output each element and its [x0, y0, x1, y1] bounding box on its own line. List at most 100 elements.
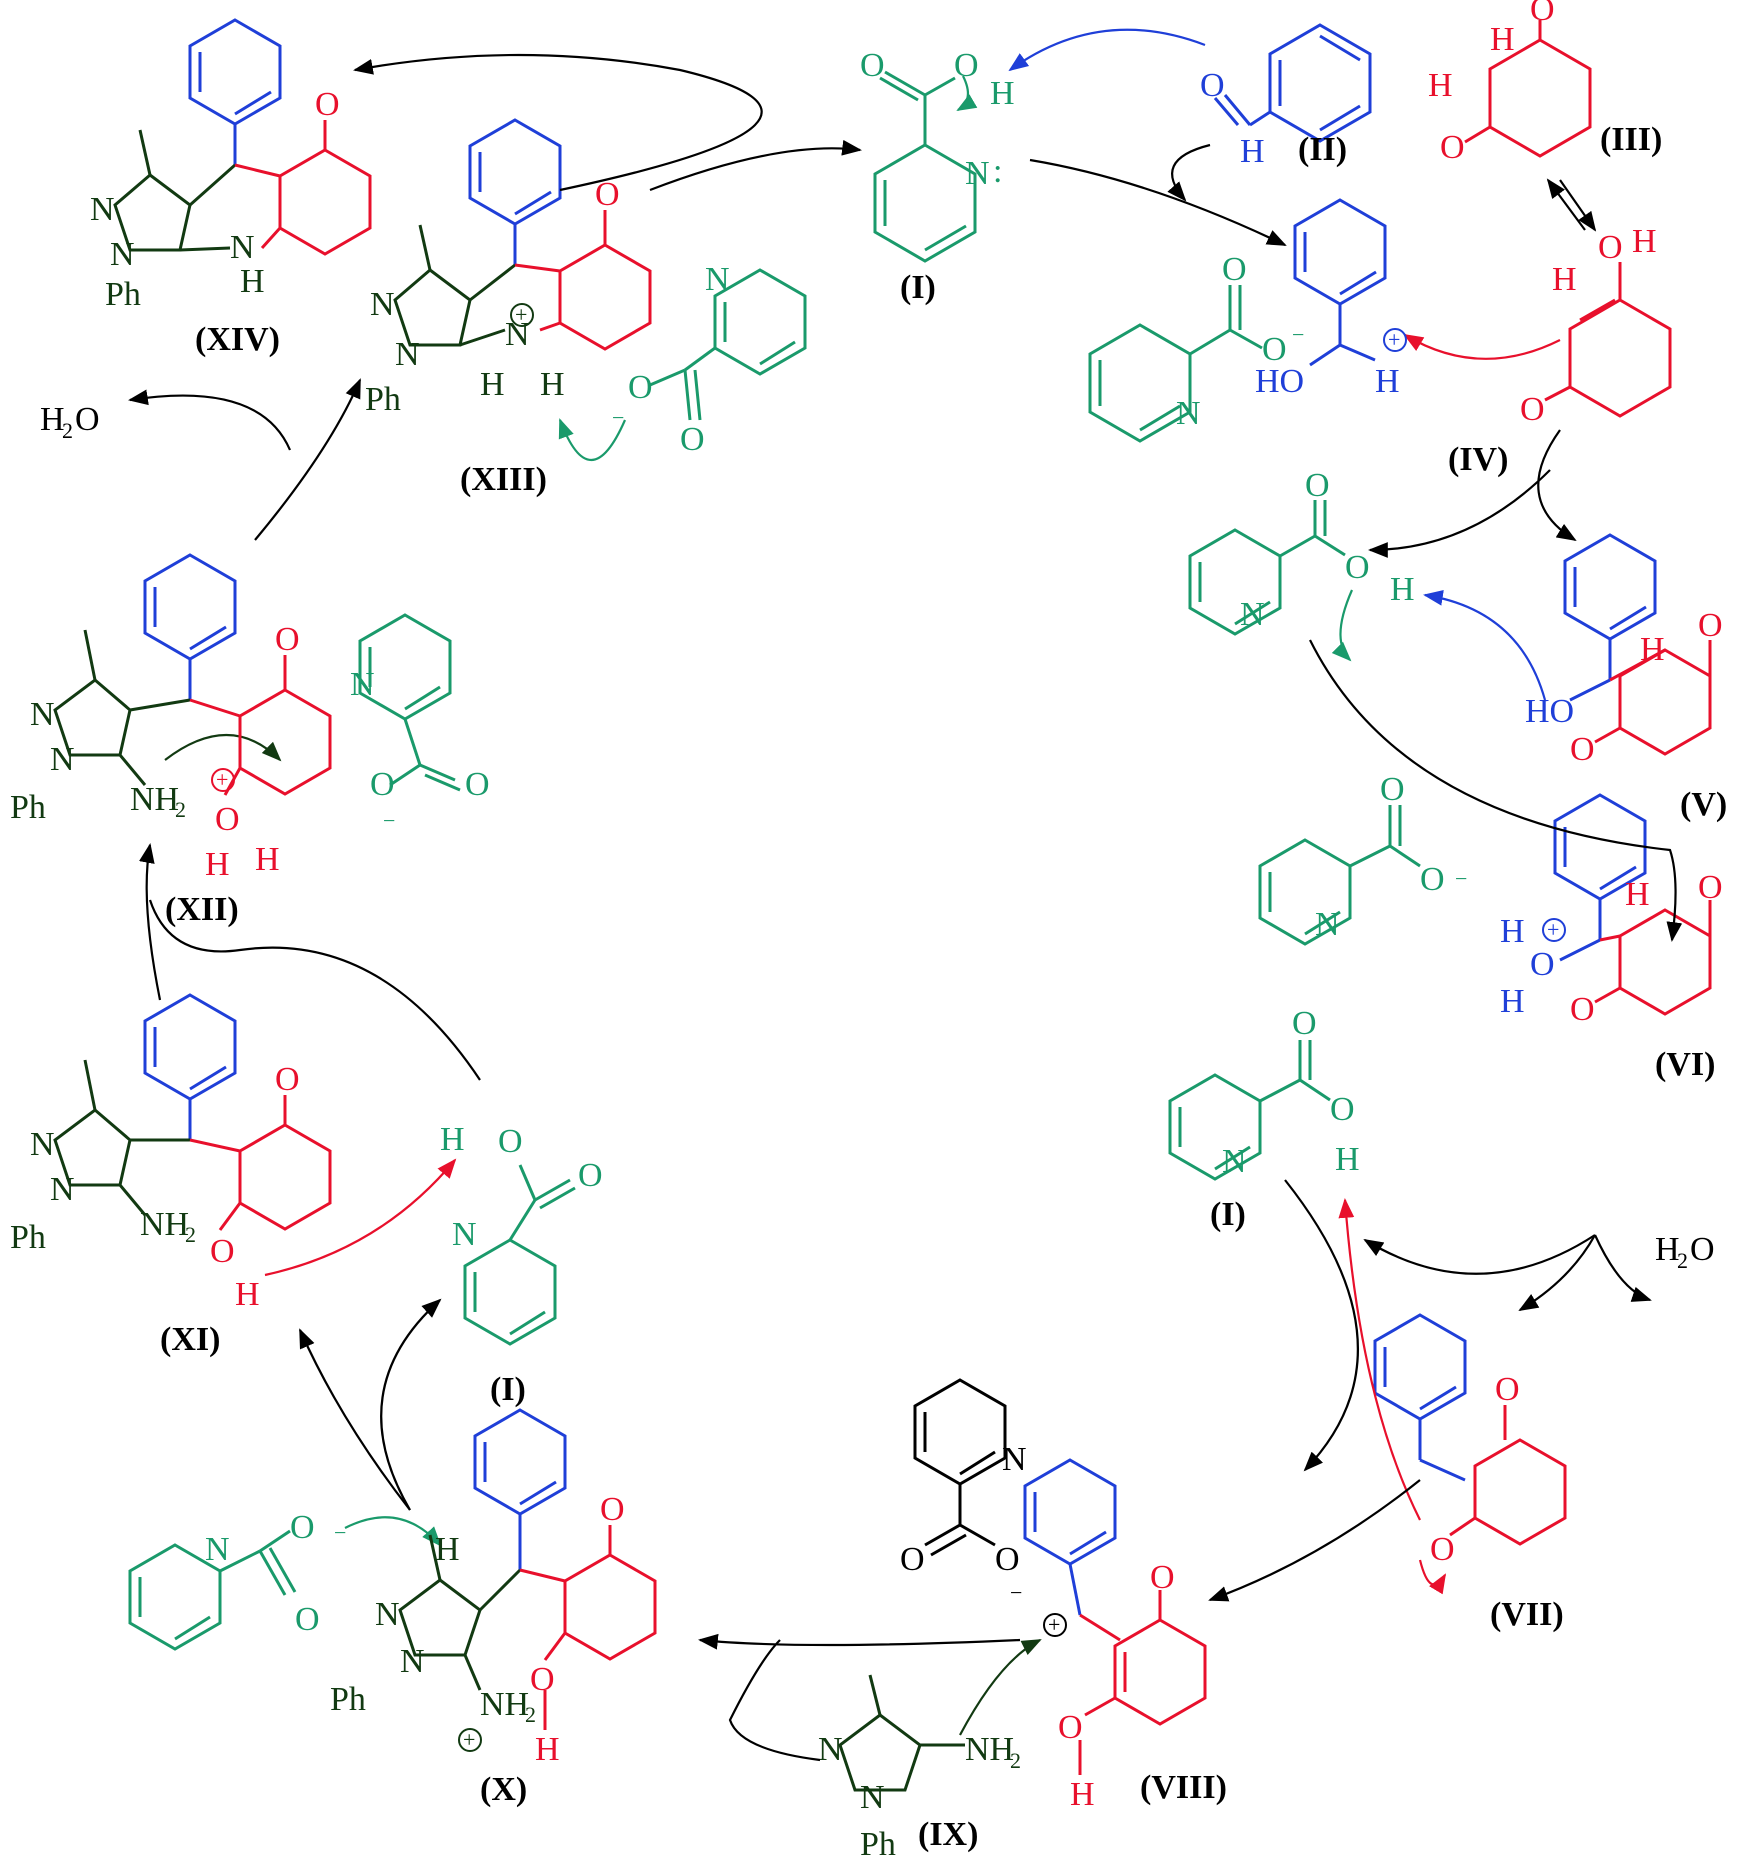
ammonium-h2-atom: H	[540, 366, 565, 403]
pyrazole-n1-atom: N	[30, 1126, 55, 1163]
pyrazole-n2-atom: N	[50, 741, 75, 778]
compound-label-iii: (III)	[1600, 121, 1662, 158]
acid-o1-atom: O	[1292, 1005, 1317, 1042]
water-byproduct-left: H 2 O	[40, 401, 100, 443]
enol-h-atom: H	[235, 1276, 260, 1313]
compound-label-ii: (II)	[1298, 131, 1347, 168]
enol-o-atom: O	[530, 1661, 555, 1698]
minus-charge: −	[612, 405, 624, 430]
pyridine-n-atom: N	[452, 1216, 477, 1253]
pyridine-n-atom: N	[1315, 906, 1340, 943]
benzylic-h-atom: H	[1375, 363, 1400, 400]
dihydropyridine-n-atom: N	[230, 229, 255, 266]
carboxylate-o2-atom: O	[1262, 331, 1287, 368]
carboxylate-o2-atom: O	[295, 1601, 320, 1638]
compound-label-ix: (IX)	[918, 1816, 978, 1853]
compound-label-iv: (IV)	[1448, 441, 1508, 478]
carboxylate-o1-atom: O	[290, 1509, 315, 1546]
ketone-o-atom: O	[1150, 1559, 1175, 1596]
dione-o1-atom: O	[1495, 1371, 1520, 1408]
carbocation-viii: + O O H (VIII)	[1023, 1458, 1227, 1813]
aldehyde-o-atom: O	[1200, 67, 1225, 104]
compound-label-xi: (XI)	[160, 1321, 220, 1358]
pyridine-n-atom: N	[1176, 395, 1201, 432]
plus-charge: +	[216, 767, 228, 792]
pyridine-n-atom: N	[1240, 596, 1265, 633]
carboxylate-o1-atom: O	[900, 1541, 925, 1578]
dione-o1-atom: O	[1530, 0, 1555, 28]
water-h-atom: H	[40, 401, 65, 438]
pyrazole-n1-atom: N	[30, 696, 55, 733]
iminium-subscript: 2	[525, 1702, 536, 1727]
phenyl-group: Ph	[330, 1681, 366, 1718]
cyclohexanedione: O O H H (III)	[1428, 0, 1662, 232]
plus-charge: +	[1388, 327, 1400, 352]
compound-label-i-top: (I)	[900, 269, 936, 306]
dione-o2-atom: O	[1570, 731, 1595, 768]
pyrazole-n1-atom: N	[90, 191, 115, 228]
enol-vinyl-h-atom: H	[1552, 261, 1577, 298]
enol-o-atom: O	[1598, 229, 1623, 266]
picolinic-acid-right: O O H N (I)	[1168, 1005, 1360, 1233]
alpha-h-atom-2: H	[1428, 67, 1453, 104]
compound-label-viii: (VIII)	[1140, 1769, 1227, 1806]
carboxylate-o2-atom: O	[370, 766, 395, 803]
compound-label-xii: (XII)	[165, 891, 239, 928]
amine-subscript: 2	[1010, 1748, 1021, 1773]
acid-o1-atom: O	[1305, 467, 1330, 504]
hydroxy-atom: HO	[1255, 363, 1304, 400]
carboxylate-o1-atom: O	[628, 369, 653, 406]
aldehyde-h-atom: H	[1240, 133, 1265, 170]
compound-label-xiv: (XIV)	[195, 321, 280, 358]
water-subscript: 2	[1677, 1248, 1688, 1273]
pyrazole-n2-atom: N	[860, 1779, 885, 1816]
phenyl-group: Ph	[860, 1826, 896, 1862]
amine-subscript: 2	[175, 797, 186, 822]
o-to-h-attack-arrow	[1008, 28, 1206, 72]
alpha-h-atom-1: H	[1490, 21, 1515, 58]
ketone-o-atom: O	[275, 1061, 300, 1098]
carboxylate-o1-atom: O	[1380, 771, 1405, 808]
pyridine-n-atom: N	[205, 1531, 230, 1568]
picolinic-acid-left: H O O N (I)	[440, 1121, 603, 1408]
dione-o1-atom: O	[1698, 869, 1723, 906]
ammonium-n-atom: N	[505, 316, 530, 353]
acid-o2-atom: O	[1330, 1091, 1355, 1128]
water-h-atom: H	[1655, 1231, 1680, 1268]
carboxylate-o1-atom: O	[465, 766, 490, 803]
plus-charge: +	[1547, 917, 1559, 942]
enol-h-atom: H	[535, 1731, 560, 1768]
enol-intermediate-xi: N N Ph NH 2 O O H (XI)	[10, 993, 457, 1358]
enol-h-atom: H	[1070, 1776, 1095, 1813]
oxocarbenium-iv: HO H + (IV)	[1255, 198, 1508, 478]
oxonium-h1-atom: H	[1500, 913, 1525, 950]
minus-charge: −	[334, 1520, 346, 1545]
protonated-alcohol-vi: O O N − H O H + O O H (VI)	[1258, 771, 1723, 1083]
knoevenagel-adduct-vii: O O (VII)	[1338, 1198, 1567, 1633]
compound-label-vii: (VII)	[1490, 1596, 1564, 1633]
picolinate-anion-iv: O O N −	[1088, 251, 1304, 443]
carboxylate-o1-atom: O	[1222, 251, 1247, 288]
amine-n-atom: NH	[965, 1731, 1014, 1768]
dione-o1-atom: O	[1698, 607, 1723, 644]
amine-subscript: 2	[185, 1222, 196, 1247]
phenyl-group: Ph	[10, 789, 46, 826]
compound-label-x: (X)	[480, 1771, 527, 1808]
dione-o2-atom: O	[1440, 129, 1465, 166]
oxonium-h1-atom: H	[205, 846, 230, 883]
pyrazole-n2-atom: N	[110, 236, 135, 273]
benzaldehyde: O H (II)	[1008, 23, 1372, 170]
product-xiv: N N Ph N H O (XIV)	[90, 18, 372, 358]
dihydropyridine-h-atom: H	[240, 263, 265, 300]
minus-charge: −	[1455, 866, 1467, 891]
plus-charge: +	[1048, 1612, 1060, 1637]
pyrazole-n2-atom: N	[400, 1643, 425, 1680]
minus-charge: −	[383, 808, 395, 833]
compound-label-i-right: (I)	[1210, 1196, 1246, 1233]
pyridine-n-atom: N	[1002, 1441, 1027, 1478]
cycle-arrows	[128, 53, 1683, 1762]
amine-n-atom: NH	[130, 781, 179, 818]
phenyl-group: Ph	[10, 1219, 46, 1256]
acidic-h-atom: H	[990, 75, 1015, 112]
